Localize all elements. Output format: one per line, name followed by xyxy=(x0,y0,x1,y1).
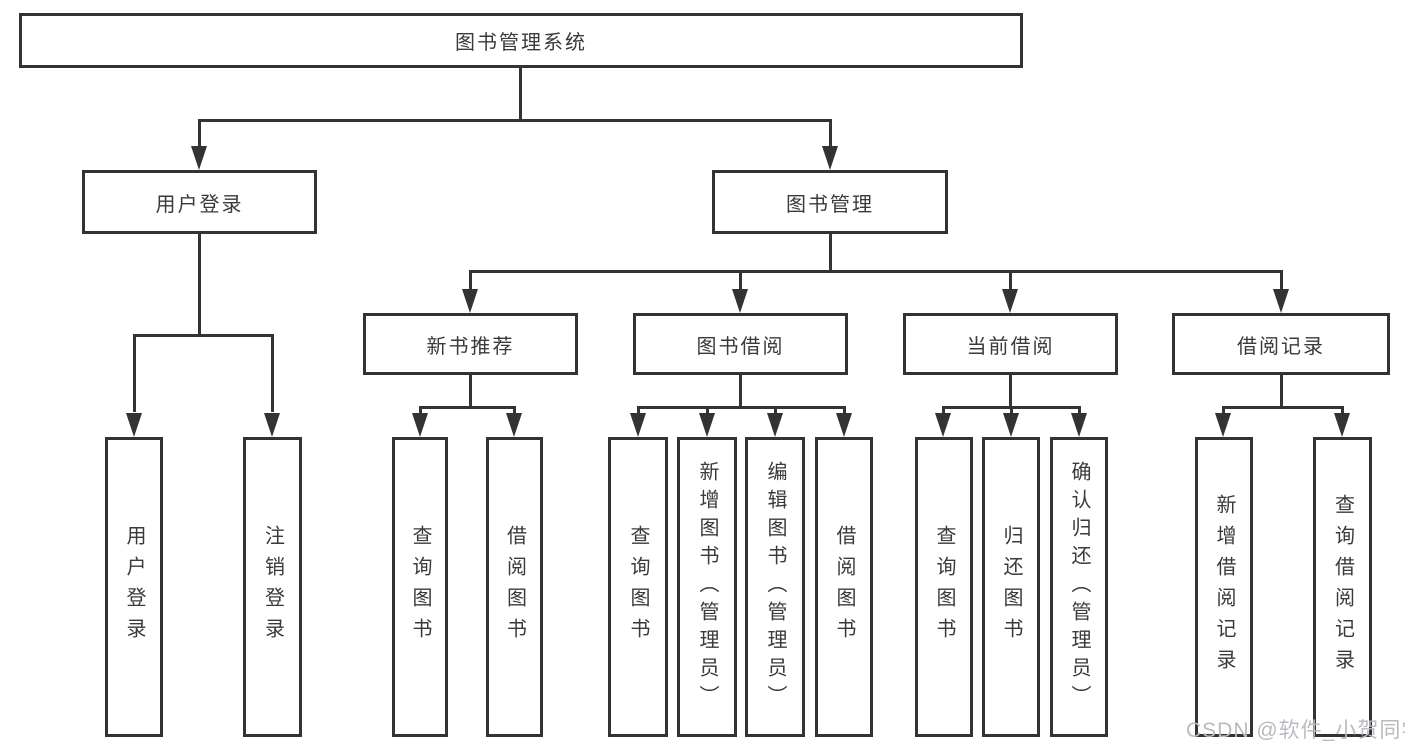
connector-rail xyxy=(1222,406,1344,409)
leaf-logout: 注销登录 xyxy=(243,437,302,737)
arrowhead-down-icon xyxy=(630,413,646,437)
connector-drop xyxy=(706,406,709,415)
arrowhead-down-icon xyxy=(822,146,838,170)
connector-stem xyxy=(1009,375,1012,408)
connector-drop xyxy=(513,406,516,415)
node-root-library-system: 图书管理系统 xyxy=(19,13,1023,68)
node-book-borrowing: 图书借阅 xyxy=(633,313,848,375)
leaf-confirm-return-admin: 确认归还（管理员） xyxy=(1050,437,1108,737)
connector-user-login-rail xyxy=(133,334,274,337)
connector-user-login-stem xyxy=(198,234,201,336)
leaf-query-borrow-record: 查询借阅记录 xyxy=(1313,437,1372,737)
connector-drop xyxy=(739,270,742,290)
connector-drop xyxy=(1078,406,1081,415)
node-new-book-recommend: 新书推荐 xyxy=(363,313,578,375)
connector-level3-rail xyxy=(469,270,1282,273)
connector-drop xyxy=(1222,406,1225,415)
arrowhead-down-icon xyxy=(1334,413,1350,437)
arrowhead-down-icon xyxy=(1071,413,1087,437)
connector-stem xyxy=(739,375,742,408)
connector-drop xyxy=(1280,270,1283,290)
arrowhead-down-icon xyxy=(1215,413,1231,437)
arrowhead-down-icon xyxy=(1002,289,1018,313)
connector-drop xyxy=(198,119,201,147)
connector-drop xyxy=(419,406,422,415)
arrowhead-down-icon xyxy=(264,413,280,437)
arrowhead-down-icon xyxy=(836,413,852,437)
connector-drop xyxy=(637,406,640,415)
connector-drop xyxy=(1009,270,1012,290)
arrowhead-down-icon xyxy=(506,413,522,437)
connector-drop xyxy=(843,406,846,415)
node-borrowing-records: 借阅记录 xyxy=(1172,313,1390,375)
leaf-add-borrow-record: 新增借阅记录 xyxy=(1195,437,1253,737)
connector-stem xyxy=(1280,375,1283,408)
arrowhead-down-icon xyxy=(767,413,783,437)
connector-drop xyxy=(942,406,945,415)
leaf-query-books-borrowing: 查询图书 xyxy=(608,437,668,737)
arrowhead-down-icon xyxy=(412,413,428,437)
connector-drop xyxy=(774,406,777,415)
connector-root-stem xyxy=(519,68,522,120)
arrowhead-down-icon xyxy=(1273,289,1289,313)
connector-stem xyxy=(469,375,472,408)
csdn-watermark: CSDN @软件_小贺同学 xyxy=(1186,719,1405,742)
arrowhead-down-icon xyxy=(935,413,951,437)
leaf-query-books-recommend: 查询图书 xyxy=(392,437,448,737)
leaf-query-books-current: 查询图书 xyxy=(915,437,973,737)
arrowhead-down-icon xyxy=(732,289,748,313)
leaf-user-login: 用户登录 xyxy=(105,437,163,737)
leaf-borrow-books-recommend: 借阅图书 xyxy=(486,437,543,737)
connector-drop xyxy=(1010,406,1013,415)
connector-drop xyxy=(133,334,136,412)
node-user-login: 用户登录 xyxy=(82,170,317,234)
connector-level2-rail xyxy=(198,119,832,122)
connector-rail xyxy=(419,406,516,409)
arrowhead-down-icon xyxy=(126,413,142,437)
arrowhead-down-icon xyxy=(462,289,478,313)
arrowhead-down-icon xyxy=(699,413,715,437)
node-book-management: 图书管理 xyxy=(712,170,948,234)
leaf-edit-book-admin: 编辑图书（管理员） xyxy=(745,437,805,737)
node-current-borrowing: 当前借阅 xyxy=(903,313,1118,375)
connector-rail xyxy=(637,406,846,409)
leaf-borrow-books: 借阅图书 xyxy=(815,437,873,737)
connector-book-mgmt-stem xyxy=(829,234,832,272)
leaf-return-book: 归还图书 xyxy=(982,437,1040,737)
arrowhead-down-icon xyxy=(1003,413,1019,437)
connector-drop xyxy=(1341,406,1344,415)
connector-drop xyxy=(271,334,274,412)
connector-drop xyxy=(829,119,832,147)
arrowhead-down-icon xyxy=(191,146,207,170)
leaf-add-book-admin: 新增图书（管理员） xyxy=(677,437,737,737)
connector-drop xyxy=(469,270,472,290)
